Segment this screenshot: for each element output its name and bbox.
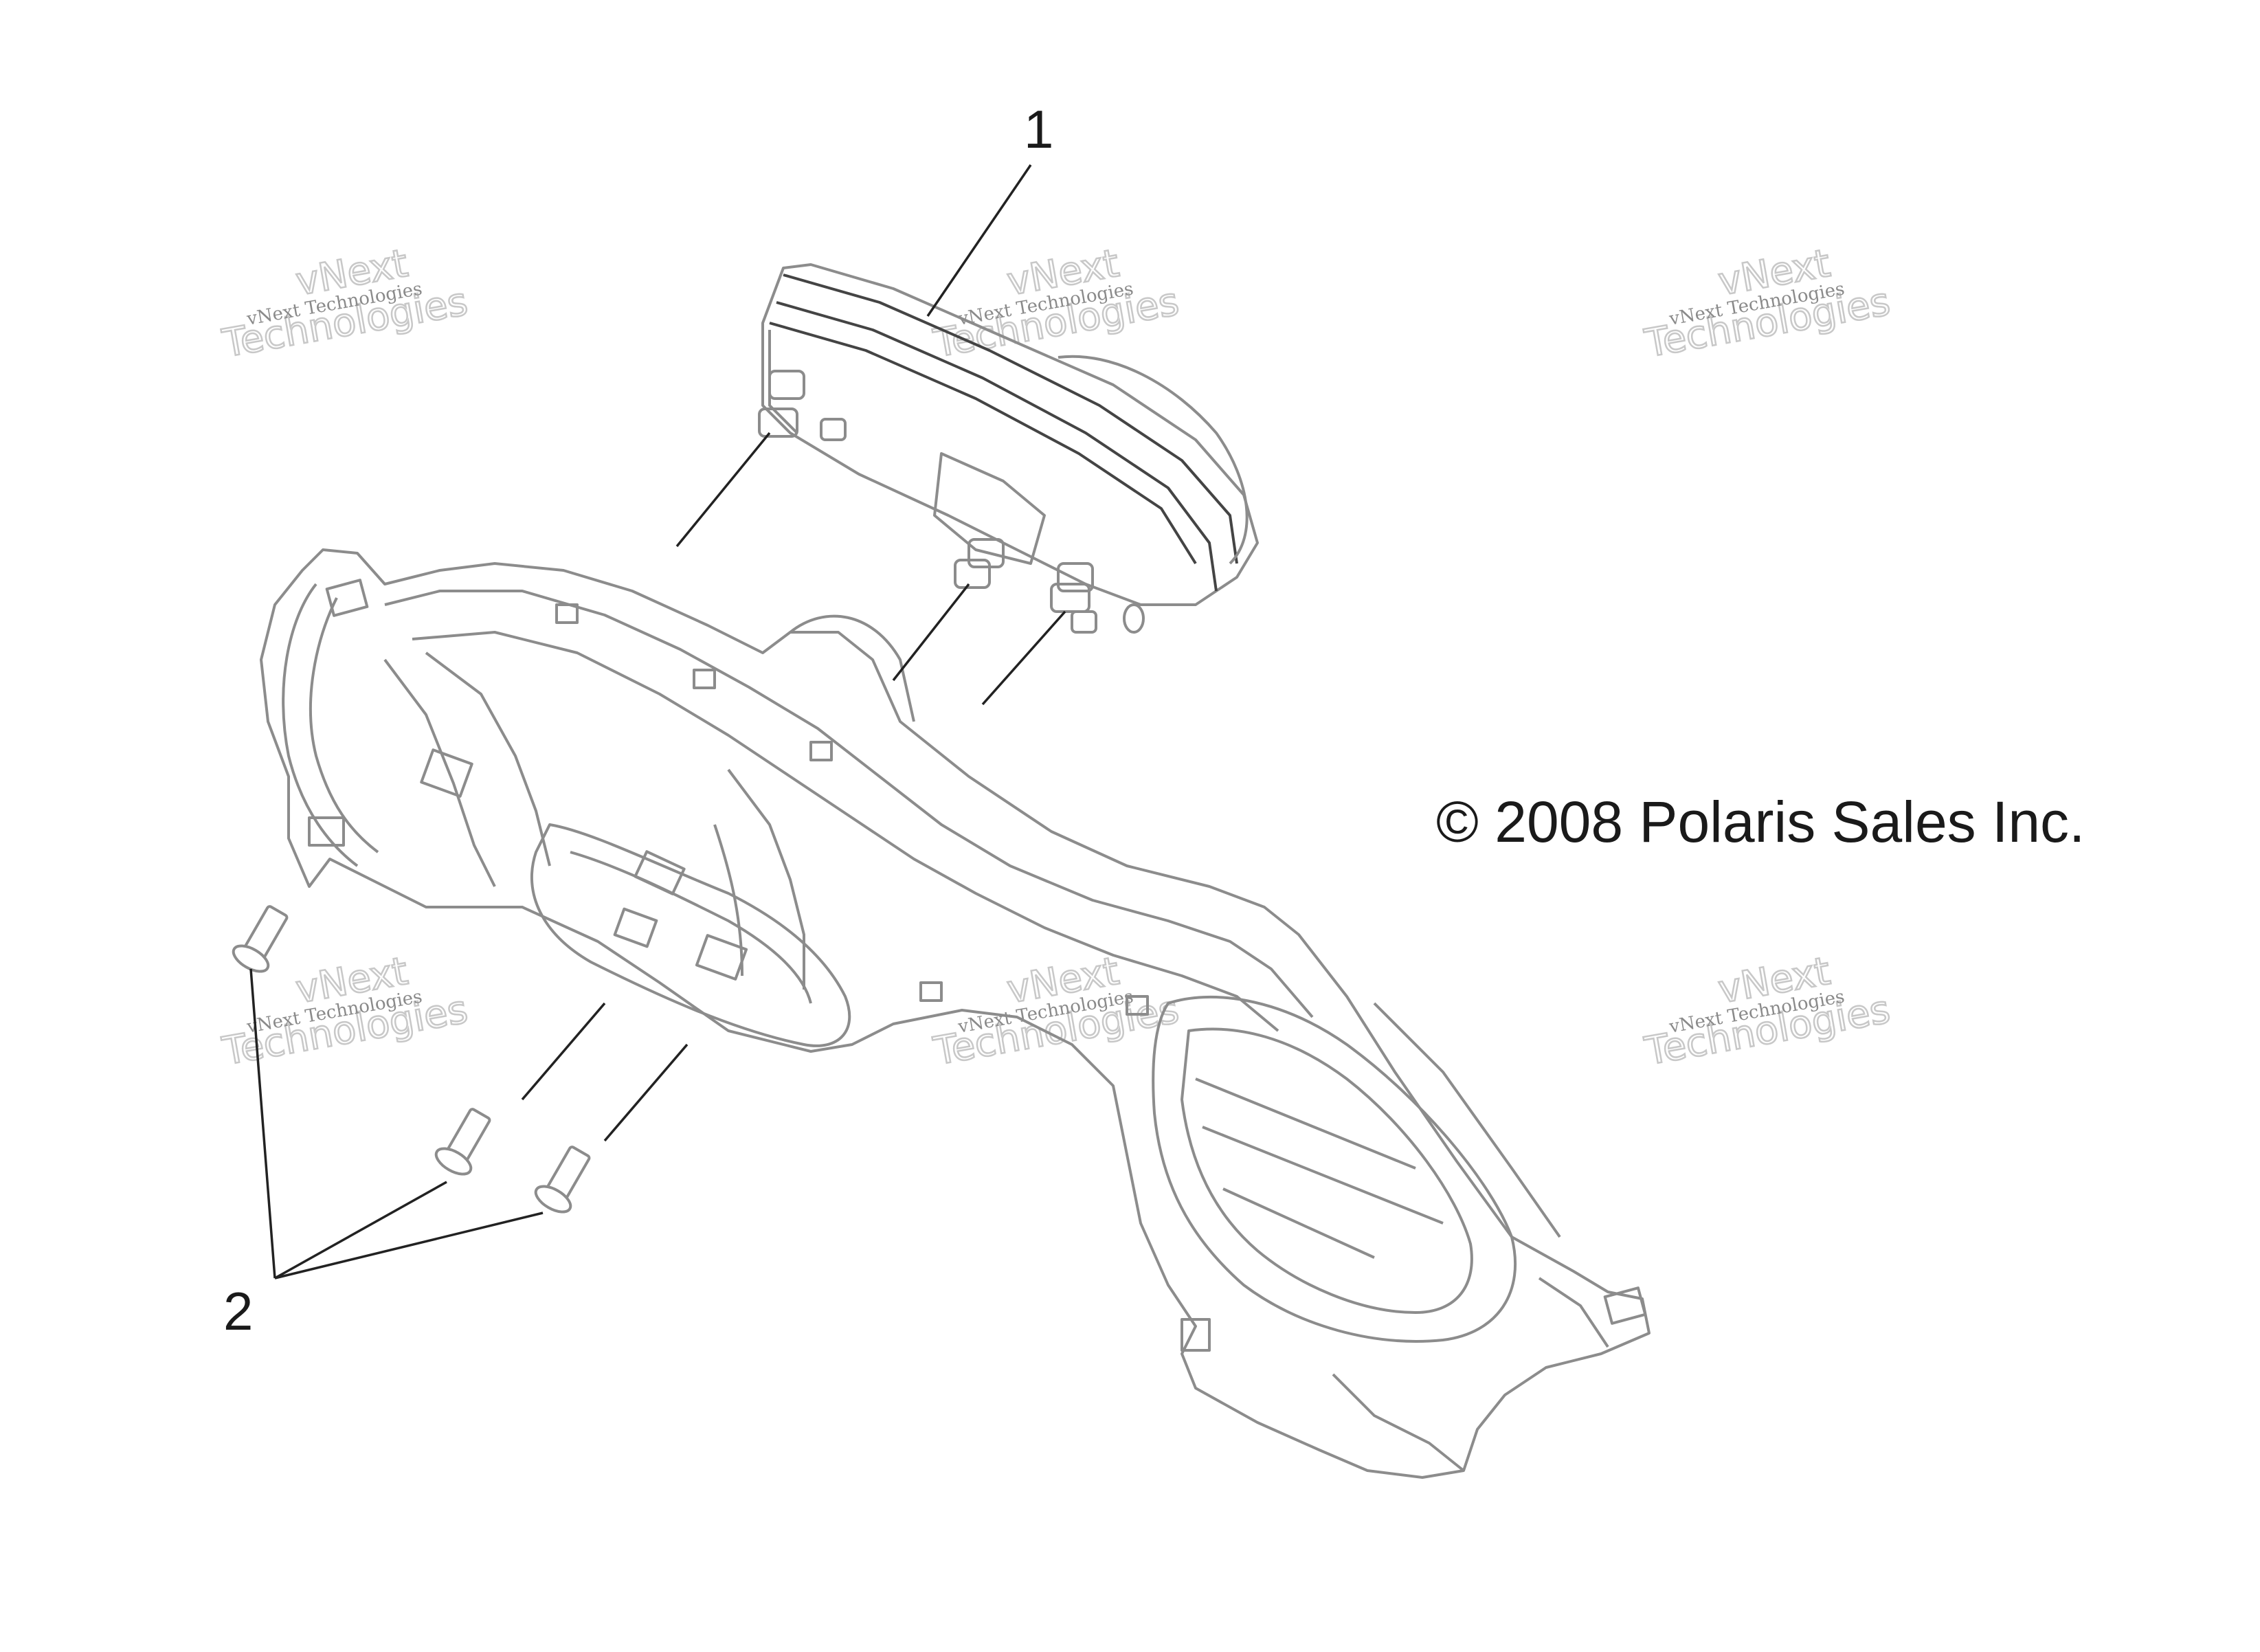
- watermark-top-left: vNext Technologies vNext Technologies: [219, 241, 472, 368]
- callout-1: 1: [926, 99, 1053, 317]
- watermark-top-right: vNext Technologies vNext Technologies: [1641, 241, 1894, 368]
- copyright-text: © 2008 Polaris Sales Inc.: [1436, 790, 2085, 854]
- callout-2: 2: [223, 968, 544, 1341]
- callout-2-label: 2: [223, 1281, 253, 1341]
- watermark-bottom-right: vNext Technologies vNext Technologies: [1641, 948, 1894, 1075]
- screw-3: [534, 1146, 591, 1214]
- instrument-pod-housing: [260, 548, 1651, 1479]
- screw-1: [232, 905, 289, 973]
- watermark-bottom-center: vNext Technologies vNext Technologies: [930, 948, 1183, 1075]
- screw-2: [434, 1108, 491, 1176]
- exploded-guide-lines: [521, 432, 1066, 1142]
- watermark-top-center: vNext Technologies vNext Technologies: [930, 241, 1183, 368]
- callout-1-label: 1: [1024, 99, 1053, 159]
- instrument-cluster: [758, 263, 1259, 634]
